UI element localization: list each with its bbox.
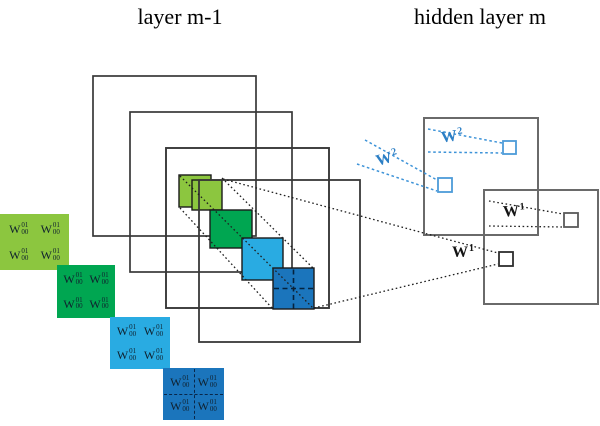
feature-map-4 <box>198 179 361 343</box>
fan-line-bottom <box>313 263 499 309</box>
black-dotted-connections <box>179 175 564 309</box>
patch-diagonal-main <box>179 175 314 309</box>
w1-label-outer: W1 <box>452 243 474 262</box>
w2-cone-outer-bottom <box>356 163 438 192</box>
layer-m-1-title: layer m-1 <box>137 4 223 29</box>
w2-cone-inner-bottom <box>427 151 503 154</box>
receptive-field-green-b <box>191 179 223 211</box>
w2-inner-base: W <box>439 127 459 147</box>
patch-diagonal-upper <box>221 177 314 269</box>
hidden-pixel-black-inner <box>563 212 579 228</box>
feature-map-2 <box>129 111 293 273</box>
hidden-map-2 <box>423 117 539 236</box>
w1-inner-base: W <box>502 202 520 221</box>
patch-diagonal-lower <box>179 207 273 309</box>
w1-cone-bottom <box>488 225 564 228</box>
hidden-pixel-black-outer <box>498 251 514 267</box>
w1-outer-base: W <box>452 244 468 261</box>
hidden-layer-m-title: hidden layer m <box>414 4 546 29</box>
hidden-pixel-blue-inner <box>502 140 517 155</box>
feature-map-1 <box>92 75 257 237</box>
box-dashed-divider-horizontal <box>164 394 223 395</box>
w2-label-inner: W2 <box>440 126 464 148</box>
fan-line-top <box>222 178 499 254</box>
w1-label-inner: W1 <box>502 201 525 221</box>
blue-dotted-connections <box>356 128 503 192</box>
w1-outer-sup: 1 <box>469 243 474 254</box>
w2-cone-inner-top <box>427 128 503 144</box>
w2-cone-outer-top <box>364 139 438 181</box>
hidden-map-1 <box>483 189 599 305</box>
feature-map-3 <box>165 147 330 309</box>
w1-inner-sup: 1 <box>519 201 526 213</box>
w1-cone-top <box>488 200 564 215</box>
hidden-pixel-blue-outer <box>437 177 453 193</box>
